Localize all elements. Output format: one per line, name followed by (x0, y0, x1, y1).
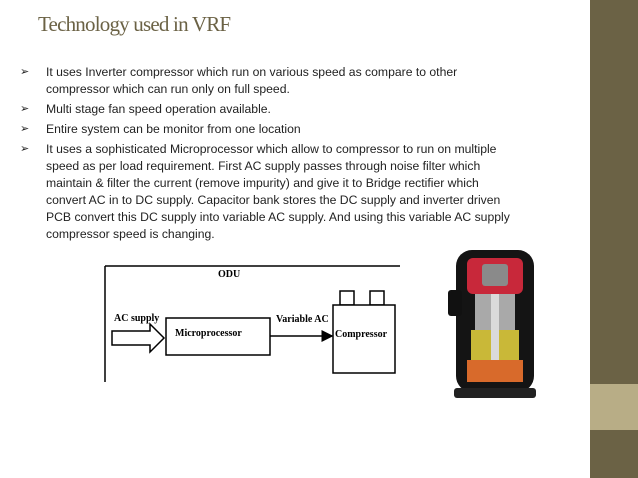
ac-supply-arrow (111, 322, 166, 354)
bullet-text-line: Multi stage fan speed operation availabl… (46, 102, 271, 116)
bullet-text-line: maintain & filter the current (remove im… (46, 176, 479, 190)
compressor-terminal-right (369, 290, 385, 306)
variable-ac-label: Variable AC (276, 314, 329, 325)
bullet-text-line: It uses Inverter compressor which run on… (46, 65, 458, 79)
bullet-item: ➢ Entire system can be monitor from one … (20, 121, 540, 138)
compressor-cutaway-image (448, 250, 536, 398)
arrow-bullet-icon: ➢ (20, 66, 30, 78)
slide-title: Technology used in VRF (38, 12, 231, 36)
bullet-text-line: Entire system can be monitor from one lo… (46, 122, 301, 136)
bullet-item: ➢ It uses Inverter compressor which run … (20, 64, 540, 98)
arrow-bullet-icon: ➢ (20, 143, 30, 155)
bullet-text-line: It uses a sophisticated Microprocessor w… (46, 142, 497, 156)
bullet-text-line: PCB convert this DC supply into variable… (46, 210, 510, 224)
bullet-list: ➢ It uses Inverter compressor which run … (20, 64, 540, 246)
compressor-scroll (482, 264, 508, 286)
compressor-label: Compressor (335, 329, 388, 340)
bullet-text-line: convert AC in to DC supply. Capacitor ba… (46, 193, 501, 207)
microprocessor-box (165, 317, 271, 356)
bullet-text-line: speed as per load requirement. First AC … (46, 159, 481, 173)
microprocessor-label: Microprocessor (175, 328, 242, 339)
odu-label: ODU (218, 269, 240, 280)
compressor-base-oil (467, 360, 523, 382)
compressor-terminal-left (339, 290, 355, 306)
arrow-bullet-icon: ➢ (20, 103, 30, 115)
compressor-mount (454, 388, 536, 398)
bullet-text-line: compressor which can run only on full sp… (46, 82, 290, 96)
compressor-box (332, 304, 396, 374)
odu-block-diagram: ODU AC supply Microprocessor Variable AC… (104, 265, 400, 382)
arrow-bullet-icon: ➢ (20, 123, 30, 135)
sidebar-accent-block (590, 384, 638, 430)
compressor-shaft (491, 294, 499, 370)
ac-supply-label: AC supply (114, 313, 159, 324)
bullet-item: ➢ Multi stage fan speed operation availa… (20, 101, 540, 118)
compressor-side-port (448, 290, 462, 316)
bullet-item: ➢ It uses a sophisticated Microprocessor… (20, 141, 540, 243)
bullet-text-line: compressor speed is changing. (46, 227, 215, 241)
